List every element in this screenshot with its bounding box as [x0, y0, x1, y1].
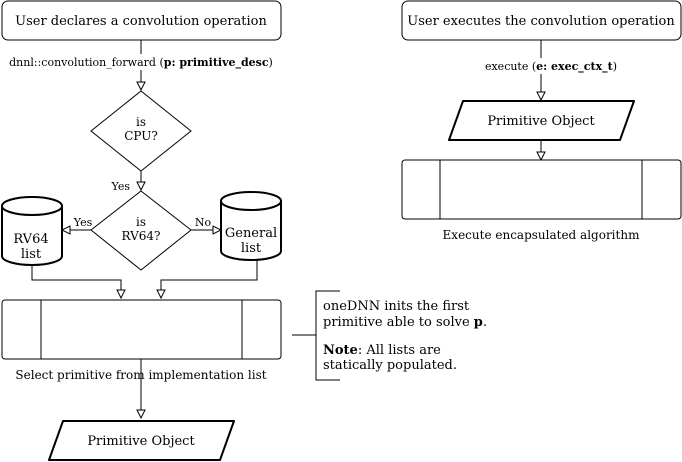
general-list-cylinder: General list	[220, 191, 282, 261]
arrowhead-to-cpu	[136, 81, 146, 92]
execute-call-text: execute (e: exec_ctx_t)	[485, 60, 617, 74]
no-label: No	[195, 216, 212, 229]
rv64-list-cylinder: RV64 list	[1, 196, 63, 266]
execute-algorithm-caption: Execute encapsulated algorithm	[443, 228, 641, 242]
decision-rv64: is RV64?	[90, 190, 192, 271]
start-execute-box: User executes the convolution operation	[401, 0, 682, 41]
decision-cpu: is CPU?	[90, 90, 192, 172]
connector-general-list-to-select	[160, 260, 258, 290]
decision-rv64-line1: is	[136, 215, 146, 229]
arrowhead-to-rv64	[136, 181, 146, 192]
output-primitive-object: Primitive Object	[48, 420, 235, 461]
annotation-note-line2: statically populated.	[323, 358, 457, 373]
rv64-list-line1: RV64	[13, 232, 48, 247]
start-declare-box: User declares a convolution operation	[1, 0, 282, 41]
annotation-line2: primitive able to solve p.	[323, 315, 487, 330]
select-primitive-process	[1, 299, 282, 360]
arrowhead-to-output	[136, 409, 146, 420]
yes-label-rv64: Yes	[73, 216, 93, 229]
general-list-line1: General	[225, 226, 277, 241]
arrowhead-rv64-merge	[116, 289, 126, 300]
start-execute-label: User executes the convolution operation	[407, 14, 675, 29]
arrowhead-to-rv64-list	[60, 225, 71, 235]
arrowhead-general-merge	[156, 289, 166, 300]
decision-cpu-line1: is	[136, 115, 146, 129]
connector-rv64-list-to-select	[31, 265, 122, 290]
arrowhead-to-right-object	[536, 91, 546, 102]
right-primitive-object-label: Primitive Object	[487, 114, 595, 129]
arrowhead-to-general-list	[212, 225, 223, 235]
right-primitive-object: Primitive Object	[448, 100, 635, 141]
output-primitive-object-label: Primitive Object	[87, 434, 195, 449]
general-list-line2: list	[241, 241, 262, 256]
decision-rv64-line2: RV64?	[122, 229, 161, 243]
decision-cpu-line2: CPU?	[124, 129, 158, 143]
yes-label-cpu: Yes	[111, 180, 131, 193]
annotation-text: oneDNN inits the first primitive able to…	[323, 299, 487, 373]
arrowhead-to-execute	[536, 151, 546, 162]
start-declare-label: User declares a convolution operation	[15, 14, 267, 29]
annotation-brace	[292, 290, 340, 381]
annotation-line1: oneDNN inits the first	[323, 299, 470, 314]
annotation-note-line1: Note: All lists are	[323, 343, 441, 358]
execute-algorithm-process	[401, 159, 682, 220]
convolution-call-text: dnnl::convolution_forward (p: primitive_…	[9, 56, 273, 70]
rv64-list-line2: list	[21, 247, 42, 262]
